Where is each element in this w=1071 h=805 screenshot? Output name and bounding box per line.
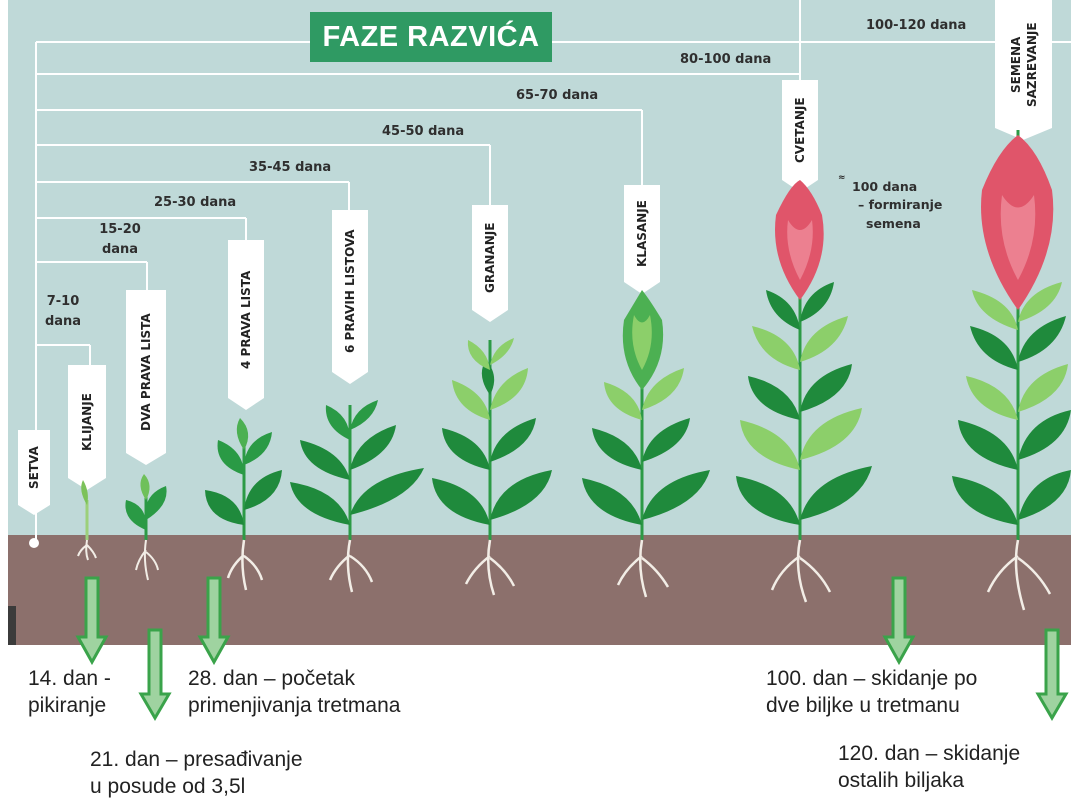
arrow-day-100	[885, 578, 913, 662]
caption-day-120: 120. dan – skidanje ostalih biljaka	[838, 740, 1020, 794]
duration-7-10-unit: dana	[44, 312, 82, 332]
caption-day-14-line2: pikiranje	[28, 692, 111, 719]
duration-80-100: 80-100 dana	[680, 52, 771, 67]
duration-35-45: 35-45 dana	[249, 160, 331, 175]
caption-day-120-line1: 120. dan – skidanje	[838, 740, 1020, 767]
plant-seed-maturity	[952, 130, 1071, 610]
stage-label-sazrevanje-line1: SAZREVANJE	[1025, 3, 1039, 126]
seed-note-line3: semena	[866, 215, 921, 232]
caption-day-21-line2: u posude od 3,5l	[90, 773, 303, 800]
caption-day-21: 21. dan – presađivanje u posude od 3,5l	[90, 746, 303, 800]
caption-day-14-line1: 14. dan -	[28, 665, 111, 692]
caption-day-28-line1: 28. dan – početak	[188, 665, 400, 692]
stage-label-grananje: GRANANJE	[472, 208, 508, 308]
plant-branching	[432, 338, 552, 595]
stage-label-klijanje: KLIJANJE	[68, 368, 106, 476]
duration-45-50: 45-50 dana	[382, 124, 464, 139]
duration-15-20-unit: dana	[98, 240, 142, 260]
stage-label-6-pravih-listova: 6 PRAVIH LISTOVA	[332, 213, 368, 370]
stage-label-dva-prava-lista: DVA PRAVA LISTA	[126, 293, 166, 451]
caption-day-28: 28. dan – početak primenjivanja tretmana	[188, 665, 400, 719]
arrow-day-14	[78, 578, 106, 662]
duration-65-70: 65-70 dana	[516, 88, 598, 103]
caption-day-14: 14. dan - pikiranje	[28, 665, 111, 719]
seed-note-line2: – formiranje	[858, 196, 942, 213]
duration-15-20-value: 15-20	[98, 220, 142, 240]
seed-dot	[29, 538, 39, 548]
duration-25-30: 25-30 dana	[154, 195, 236, 210]
stage-tags	[18, 0, 1052, 515]
seed-note-line1: 100 dana	[852, 178, 917, 195]
caption-day-100: 100. dan – skidanje po dve biljke u tret…	[766, 665, 977, 719]
plant-two-leaves	[125, 474, 166, 580]
arrow-day-28	[200, 578, 228, 662]
diagram-title: FAZE RAZVIĆA	[310, 12, 552, 62]
stage-label-sazrevanje-line2: SEMENA	[1009, 3, 1023, 126]
timeline-brackets	[36, 0, 1071, 540]
stage-label-4-prava-lista: 4 PRAVA LISTA	[228, 243, 264, 396]
plant-four-leaves	[205, 418, 282, 590]
stage-label-setva: SETVA	[18, 432, 50, 504]
stage-label-klasanje: KLASANJE	[624, 188, 660, 280]
approx-symbol: ≈	[838, 170, 846, 187]
caption-day-100-line2: dve biljke u tretmanu	[766, 692, 977, 719]
arrow-day-120	[1038, 630, 1066, 718]
caption-day-120-line2: ostalih biljaka	[838, 767, 1020, 794]
duration-15-20: 15-20 dana	[98, 220, 142, 260]
duration-7-10-value: 7-10	[44, 292, 82, 312]
plant-six-leaves	[290, 400, 424, 592]
caption-day-100-line1: 100. dan – skidanje po	[766, 665, 977, 692]
caption-day-28-line2: primenjivanja tretmana	[188, 692, 400, 719]
duration-7-10: 7-10 dana	[44, 292, 82, 332]
stage-label-cvetanje: CVETANJE	[782, 83, 818, 178]
caption-day-21-line1: 21. dan – presađivanje	[90, 746, 303, 773]
plant-flowering	[736, 180, 872, 602]
arrow-day-21	[141, 630, 169, 718]
plant-heading	[582, 290, 710, 597]
plant-sprout	[78, 480, 96, 560]
duration-100-120: 100-120 dana	[866, 18, 966, 33]
stage-label-sazrevanje-semena: SAZREVANJE SEMENA	[995, 3, 1052, 126]
